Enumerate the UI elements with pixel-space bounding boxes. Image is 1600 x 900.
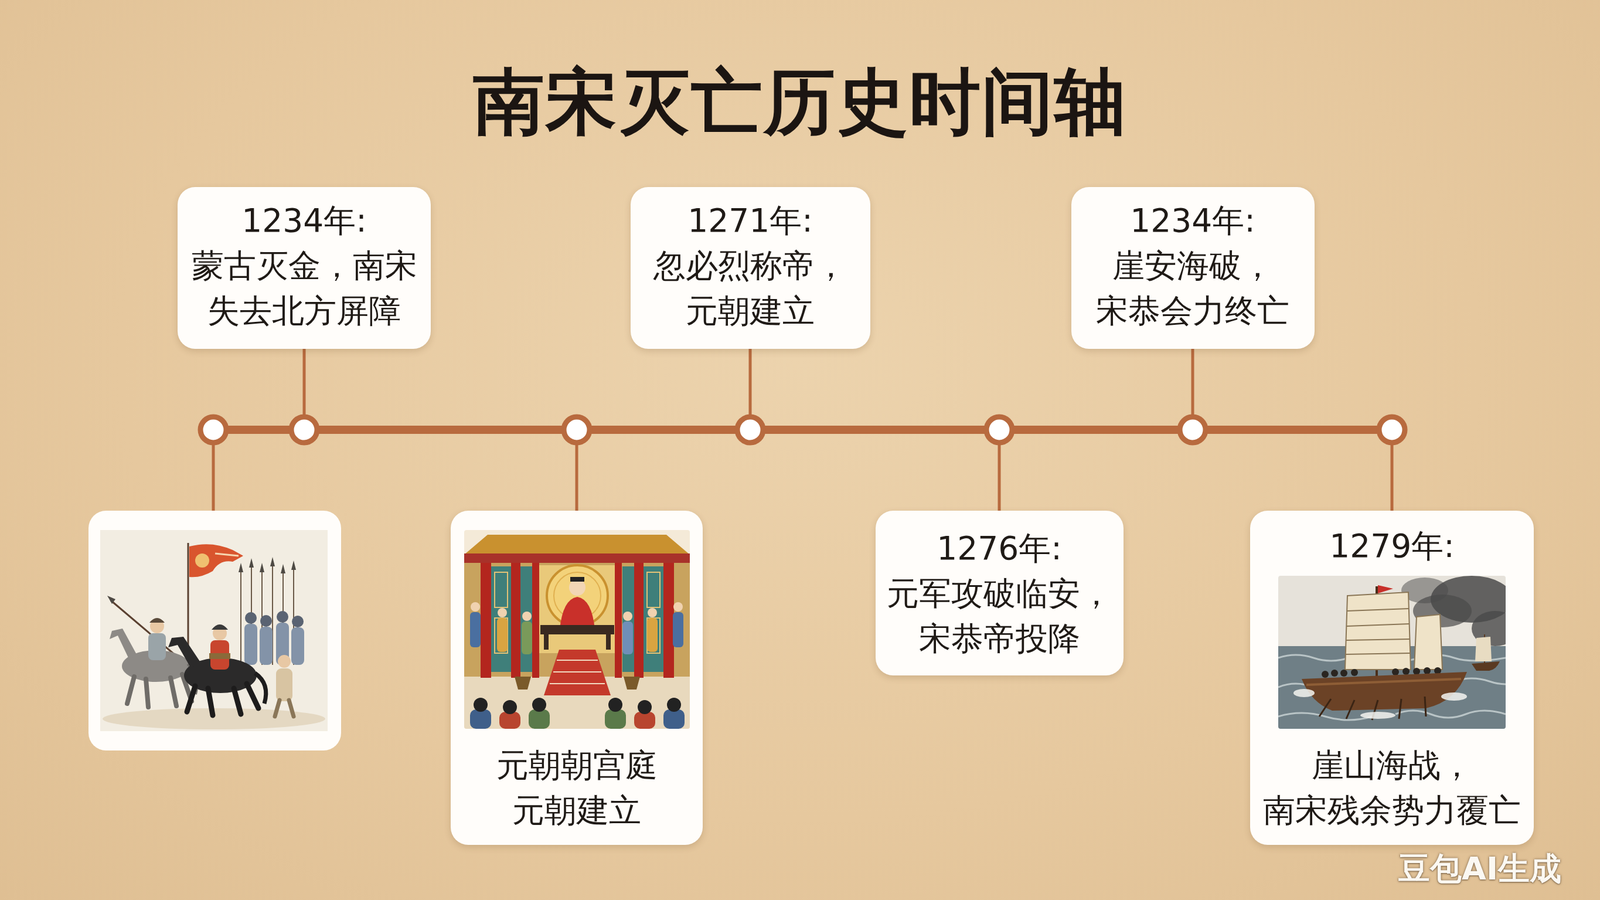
chart-title: 南宋灭亡历史时间轴 <box>0 59 1600 145</box>
watermark: 豆包AI生成 <box>1398 850 1562 887</box>
event-text: 元朝朝宫庭 元朝建立 <box>460 742 694 833</box>
event-text: 崖安海破，宋恭会力终亡 <box>1080 243 1306 334</box>
event-year: 1271年: <box>640 198 861 244</box>
event-year: 1279年: <box>1259 523 1525 569</box>
event-year: 1234年: <box>1080 198 1306 244</box>
event-year: 1234年: <box>186 198 422 244</box>
ship-illustration <box>1278 575 1506 729</box>
image-card <box>88 510 342 751</box>
palace-illustration <box>464 529 690 729</box>
event-card: 1276年:元军攻破临安，宋恭帝投降 <box>875 510 1124 676</box>
event-card: 1234年:崖安海破，宋恭会力终亡 <box>1071 186 1315 349</box>
event-year: 1276年: <box>884 525 1115 571</box>
event-text: 忽必烈称帝，元朝建立 <box>640 243 861 334</box>
horsemen-illustration <box>100 529 328 731</box>
event-card: 1279年: <box>1250 510 1534 845</box>
event-text: 崖山海战，南宋残余势力覆亡 <box>1259 742 1525 833</box>
timeline-line <box>213 425 1392 434</box>
event-card: 元朝朝宫庭 元朝建立 <box>450 510 703 845</box>
timeline-dots <box>200 416 1405 443</box>
leader-lines <box>213 328 1392 522</box>
event-card: 1271年:忽必烈称帝，元朝建立 <box>630 186 871 349</box>
event-text: 元军攻破临安，宋恭帝投降 <box>884 570 1115 662</box>
event-card: 1234年:蒙古灭金，南宋失去北方屏障 <box>177 186 431 349</box>
event-text: 蒙古灭金，南宋失去北方屏障 <box>186 243 422 334</box>
